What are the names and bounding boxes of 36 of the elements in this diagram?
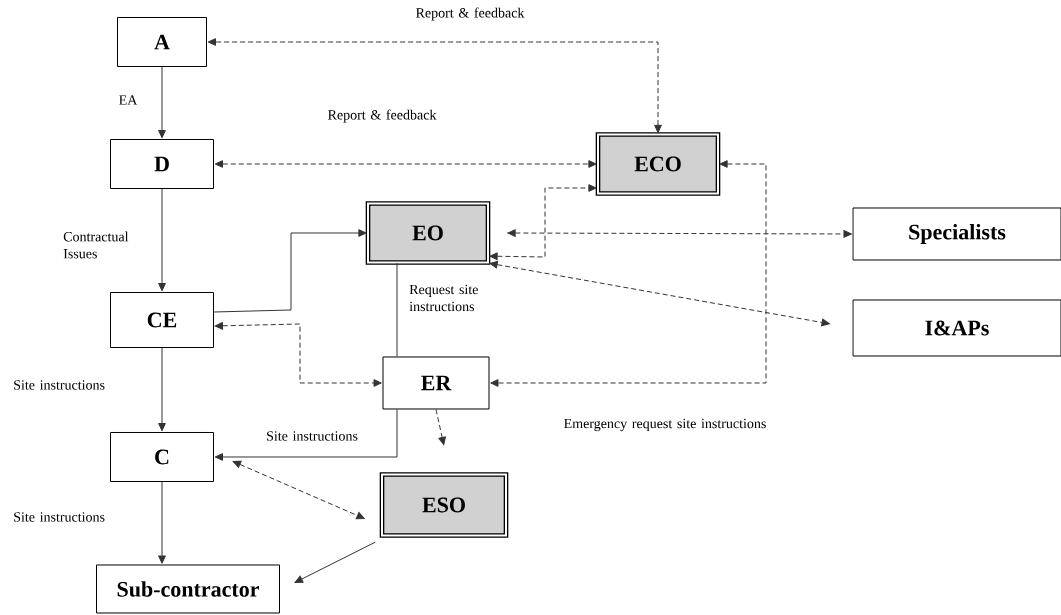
edge-label: Emergency request site instructions <box>564 418 766 432</box>
process-box: Specialists <box>852 207 1061 261</box>
arrow <box>214 321 382 387</box>
process-box: D <box>110 139 214 189</box>
process-box: ER <box>382 356 490 410</box>
edge-label: EA <box>119 95 138 105</box>
process-box: Sub-contractor <box>96 564 280 614</box>
shaded-box: ECO <box>595 132 721 196</box>
edge-label: Contractual Issues <box>63 231 129 259</box>
shaded-box: EO <box>365 201 491 265</box>
process-box: CE <box>110 292 214 348</box>
edge-label: Site instructions <box>14 512 105 522</box>
shaded-box: ESO <box>379 472 509 538</box>
arrow <box>214 160 597 168</box>
arrow <box>489 260 830 327</box>
process-box: C <box>110 432 214 482</box>
arrow <box>213 229 367 313</box>
arrow <box>158 347 166 432</box>
arrow <box>294 541 376 583</box>
arrow <box>158 188 166 292</box>
arrow <box>207 38 662 134</box>
edge-label: Request site instructions <box>409 284 478 312</box>
arrow <box>232 460 365 520</box>
process-box: I&APs <box>852 299 1061 357</box>
edge-label: Site instructions <box>14 380 105 390</box>
arrow <box>489 184 597 261</box>
arrow <box>158 66 166 139</box>
edge-label: Report & feedback <box>416 7 525 21</box>
arrow <box>214 409 398 461</box>
edge-label: Site instructions <box>267 431 358 441</box>
arrow <box>158 481 166 564</box>
process-box: A <box>117 17 207 67</box>
arrow <box>490 160 767 387</box>
arrow <box>435 409 446 446</box>
arrow <box>507 229 852 238</box>
edge-label: Report & feedback <box>328 109 437 123</box>
